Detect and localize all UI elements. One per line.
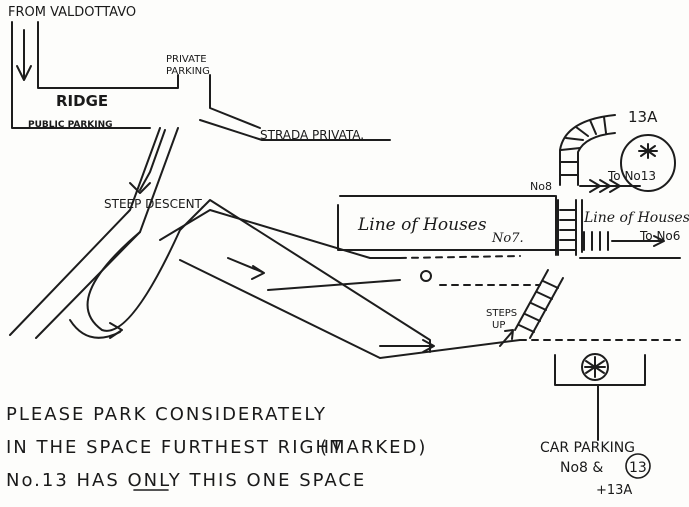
label-to-no6: To No6 [639, 229, 680, 243]
steps-up [499, 269, 564, 347]
note-line-2: IN THE SPACE FURTHEST RIGHT [6, 437, 344, 458]
stairs-13a-steps [559, 116, 607, 176]
lower-road-inner-edge [267, 279, 401, 291]
descent-mid-line [139, 129, 166, 191]
label-to-no13: To No13 [607, 169, 656, 183]
houses-block-right [579, 179, 681, 259]
label-13a: 13A [628, 108, 658, 126]
direction-arrow-icon [129, 182, 151, 194]
label-car-parking: CAR PARKING [540, 440, 635, 456]
note-line-1: PLEASE PARK CONSIDERATELY [6, 404, 327, 425]
steep-descent-road [9, 127, 179, 339]
entry-road-right-edge [37, 21, 179, 89]
note-line-3: No.13 HAS ONLY THIS ONE SPACE [6, 470, 366, 491]
direction-arrow-icon [504, 329, 514, 340]
label-steep-descent: STEEP DESCENT. [104, 197, 204, 211]
hairpin-loop [69, 199, 431, 353]
hairpin-edge [86, 199, 431, 353]
path-dashed [399, 255, 521, 259]
direction-arrow-icon [653, 235, 665, 247]
note-line-2-marked: (MARKED) [320, 437, 427, 458]
steps-up-treads [518, 280, 559, 333]
parking-bay [554, 354, 646, 386]
car-parking-area [519, 339, 681, 441]
direction-arrow-icon [251, 265, 265, 280]
lower-road [159, 209, 541, 359]
label-private-parking-2: PARKING [166, 66, 210, 77]
direction-arrow-icon [16, 65, 32, 81]
label-from-valdottavo: FROM VALDOTTAVO [8, 5, 136, 20]
houses-block-left [337, 195, 557, 256]
stairs-13a-outer [577, 132, 616, 186]
label-steps-2: UP [492, 320, 505, 331]
asterisk-marker-icon [584, 356, 606, 378]
steps-to-no6 [583, 231, 609, 251]
label-car-parking-13: 13 [629, 460, 647, 476]
direction-arrow-icon [422, 339, 435, 353]
ridge-road [11, 119, 391, 141]
road-arrow-shaft [227, 257, 263, 273]
label-no7: No7. [491, 231, 524, 246]
direction-arrow-icon [589, 179, 621, 193]
label-strada-privata: STRADA PRIVATA. [260, 128, 364, 142]
no13-house [620, 134, 676, 192]
private-parking-spur [209, 74, 261, 129]
steps-up-side [514, 269, 549, 331]
label-no8: No8 [530, 180, 552, 193]
junction-marker [420, 270, 432, 282]
lower-road-lower-edge [179, 259, 521, 359]
label-car-parking-13a: +13A [596, 483, 632, 498]
entry-road [11, 21, 179, 123]
label-private-parking-1: PRIVATE [166, 54, 207, 65]
label-car-parking-no8: No8 & [560, 460, 603, 476]
direction-arrow-icon [109, 322, 123, 339]
label-public-parking: PUBLIC PARKING [28, 120, 113, 130]
private-parking-edge [209, 74, 261, 129]
stairs-vertical [557, 199, 577, 256]
parking-space-circle [581, 353, 609, 381]
no13-circle [620, 134, 676, 192]
label-steps-1: STEPS [486, 308, 517, 319]
label-13-circle [625, 453, 651, 479]
ridge-road-lower-edge [11, 121, 151, 129]
label-line-of-houses-left: Line of Houses [357, 215, 487, 235]
descent-outer-edge [9, 127, 161, 336]
stairs-13a [559, 114, 616, 186]
label-ridge: RIDGE [56, 92, 108, 110]
houses-bottom-edge [337, 204, 556, 251]
label-line-of-houses-right: Line of Houses [583, 210, 689, 226]
lower-road-upper-edge [159, 209, 401, 259]
asterisk-marker-icon [638, 143, 658, 159]
arrow-shaft [499, 331, 513, 347]
stairs-steps [559, 209, 576, 251]
strada-privata-edge [199, 119, 391, 141]
